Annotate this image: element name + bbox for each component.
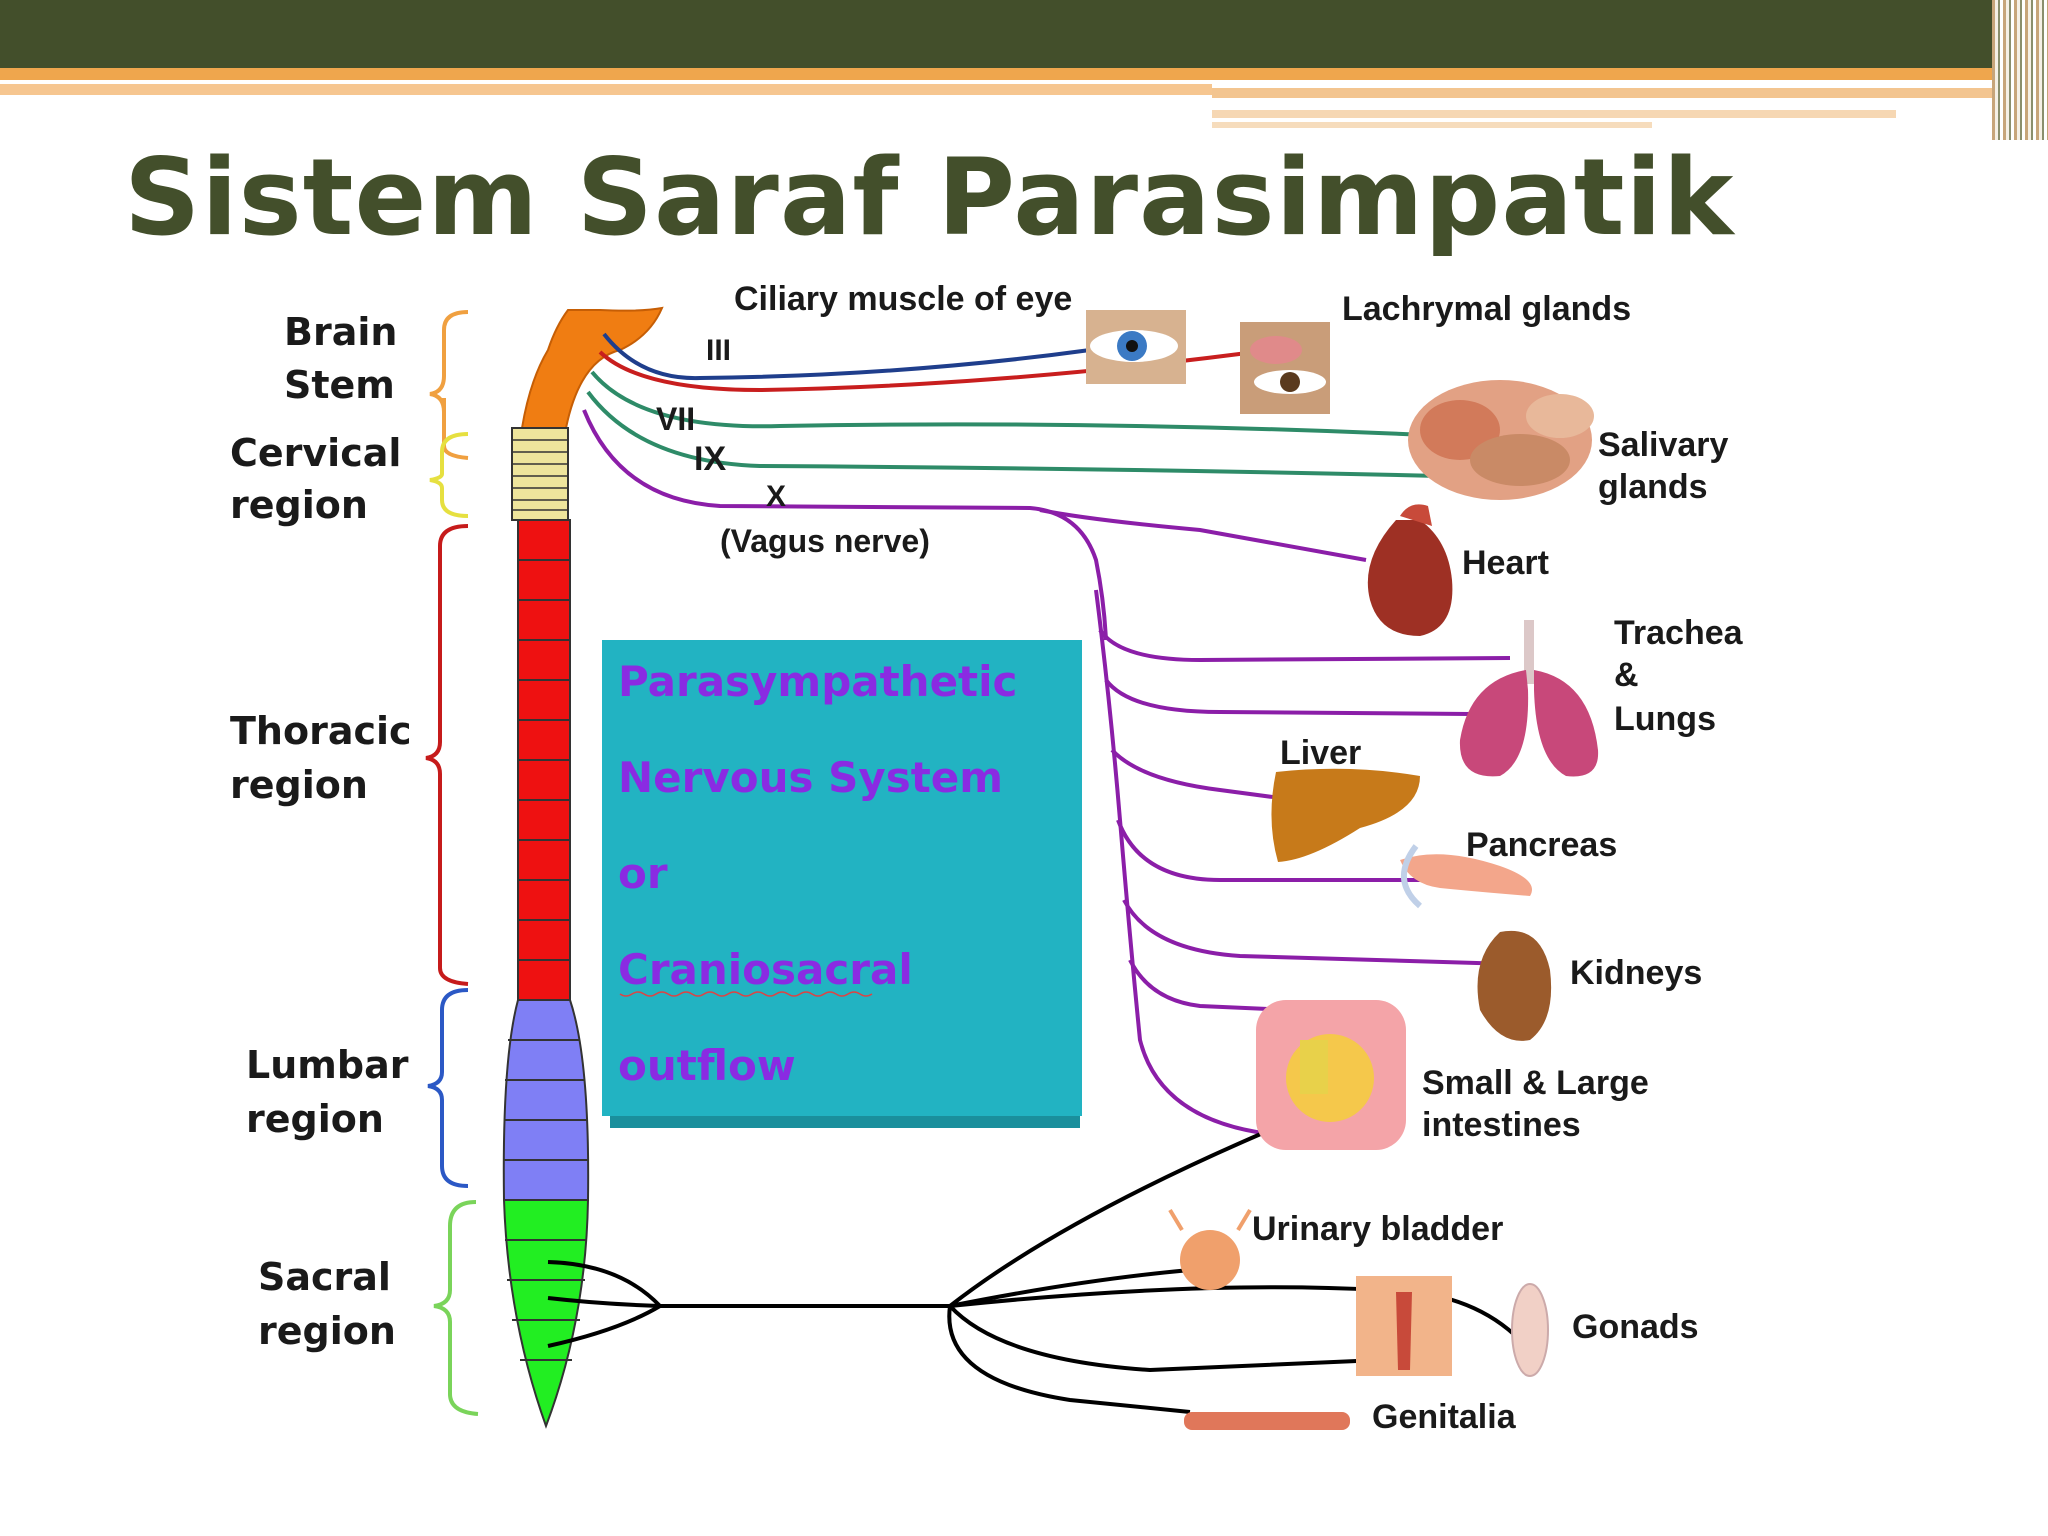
nerve-iii [602,332,1091,381]
vagus-heart-branch [1039,508,1367,562]
brace-cervical [429,432,469,518]
slide-title: Sistem Saraf Parasimpatik [124,136,1735,259]
label-pancreas: Pancreas [1466,826,1617,864]
region-label-lumbar-region: region [246,1097,384,1141]
label-ampersand: & [1614,656,1639,694]
heart-image [1367,504,1453,636]
lachrymal-image [1240,322,1330,414]
nerve-label-x: X [766,480,786,513]
eye-image [1086,310,1186,384]
spellcheck-underline [619,991,873,997]
header-bar [0,0,2048,68]
label-gonads: Gonads [1572,1308,1699,1346]
pelvis-image [1356,1276,1452,1376]
center-box [602,640,1082,1116]
pelvic-to-genitalia-b [947,1305,1191,1414]
vagus-liver-branch [1110,748,1311,804]
center-box-line-2: Nervous System [618,753,1003,802]
label-intestines-small-large: Small & Large [1422,1064,1649,1102]
region-label-thoracic: Thoracic [230,709,412,753]
brace-sacral [433,1200,479,1416]
label-salivary-glands: glands [1598,468,1708,506]
center-box-line-3: or [618,849,668,898]
region-label-sacral-region: region [258,1309,396,1353]
center-box-line-1: Parasympathetic [618,657,1017,706]
salivary-image [1408,380,1594,500]
kidney-image [1477,930,1552,1041]
label-lachrymal: Lachrymal glands [1342,290,1631,328]
pelvic-to-bladder [949,1268,1191,1308]
region-label-sacral: Sacral [258,1255,391,1299]
region-label-brain: Brain [284,310,397,354]
liver-image [1271,768,1420,862]
region-label-thoracic-region: region [230,763,368,807]
vagus-intestine-branch [1128,959,1291,1012]
accent-stripe [0,84,1212,95]
brainstem-segment [520,306,664,429]
region-label-stem: Stem [284,363,395,407]
label-genitalia: Genitalia [1372,1398,1517,1436]
vagus-kidney-branch [1122,899,1511,966]
nerve-ix [586,390,1441,478]
pancreas-image [1400,844,1532,909]
vagus-trachea-branch [1098,628,1511,663]
region-label-lumbar: Lumbar [246,1043,409,1087]
cervical-segment [511,427,569,521]
label-kidneys: Kidneys [1570,954,1702,992]
nerve-label-ix: IX [694,440,726,478]
nerve-label-vagus: (Vagus nerve) [720,523,930,559]
nerve-vii-salivary [590,370,1451,438]
brace-lumbar [427,988,469,1188]
vagus-pancreas-branch [1116,819,1440,882]
label-ciliary: Ciliary muscle of eye [734,280,1072,318]
accent-stripe [1212,122,1652,128]
center-box-line-4: Craniosacral [618,945,913,994]
label-heart: Heart [1462,544,1549,582]
sacral-segment [502,1199,590,1429]
label-bladder: Urinary bladder [1252,1210,1503,1248]
label-salivary: Salivary [1598,426,1729,464]
vagus-trunk [1094,589,1271,1136]
accent-stripe [1212,110,1896,118]
accent-stripe [0,68,2000,80]
vagus-lungs-branch [1104,678,1471,716]
region-label-cervical: Cervical [230,431,401,475]
genitalia-image [1184,1412,1350,1430]
accent-stripe [1212,88,2006,98]
label-lungs: Lungs [1614,700,1716,738]
label-liver: Liver [1280,734,1361,772]
center-box-line-5: outflow [618,1041,796,1090]
brace-brainstem [429,310,469,460]
brace-thoracic [425,524,469,986]
pelvic-to-intestine [948,1128,1271,1308]
region-label-cervical-region: region [230,483,368,527]
nerve-label-iii: III [706,334,731,367]
lumbar-segment [502,999,590,1201]
bladder-image [1168,1208,1252,1290]
intestines-image [1256,1000,1406,1150]
label-trachea: Trachea [1614,614,1744,652]
label-intestines: intestines [1422,1106,1581,1144]
pelvic-to-gonads [949,1285,1522,1342]
gonads-image [1511,1283,1549,1377]
nerve-label-vii: VII [656,401,695,437]
sacral-nerve-2 [547,1296,661,1308]
pelvic-to-genitalia-a [948,1304,1381,1373]
lungs-image [1459,620,1599,777]
corner-decoration [1992,0,2048,140]
